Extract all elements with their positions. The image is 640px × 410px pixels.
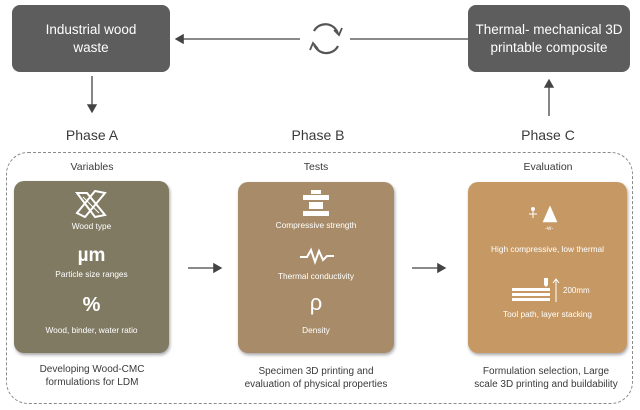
industrial-wood-waste-box: Industrial wood waste [12,5,170,72]
printable-composite-box: Thermal- mechanical 3D printable composi… [468,5,630,72]
tool-path-label: Tool path, layer stacking [502,309,592,319]
w-mark: -w- [545,226,554,232]
phase-b-caption-line-1: Specimen 3D printing and [258,366,374,377]
thermal-conductivity-label: Thermal conductivity [277,271,355,281]
high-compressive-label: High compressive, low thermal [491,244,604,254]
printable-composite-label: Thermal- mechanical 3D printable composi… [475,21,623,55]
wood-icon [75,189,107,219]
phase-a-caption-line-1: Developing Wood-CMC [39,364,145,375]
phase-c-caption-line-2: scale 3D printing and buildability [474,378,618,390]
height-label: 200mm [563,286,590,295]
phase-a-label: Phase A [65,127,119,143]
variables-label: Variables [70,161,114,173]
industrial-wood-waste-label: Industrial wood waste [45,21,137,55]
phases-container [6,152,633,404]
phase-c-label: Phase C [521,127,575,143]
layer-stack-icon [512,278,560,302]
percent-symbol: % [82,294,101,316]
density-label: Density [302,325,330,335]
wood-type-label: Wood type [71,221,112,231]
phase-c-caption-line-1: Formulation selection, Large [482,366,610,377]
rho-symbol: ρ [309,290,323,315]
ratio-label: Wood, binder, water ratio [45,325,138,335]
phase-b-panel: Compressive strength Thermal conductivit… [238,182,394,353]
cone-load-icon [529,205,558,223]
compression-icon [303,190,329,216]
particle-size-label: Particle size ranges [55,269,128,279]
evaluation-label: Evaluation [523,161,573,173]
phase-b-caption-line-2: evaluation of physical properties [244,378,388,390]
phase-a-caption-line-2: formulations for LDM [45,376,139,388]
micro-symbol: µm [77,245,106,266]
phase-a-caption: Developing Wood-CMC formulations for LDM [6,364,178,389]
phase-b-caption: Specimen 3D printing and evaluation of p… [228,366,404,391]
recycle-icon [309,23,343,55]
compressive-strength-label: Compressive strength [275,220,357,230]
thermal-wave-icon [300,247,334,266]
phase-b-label: Phase B [291,127,345,143]
tests-label: Tests [303,161,329,173]
phase-c-caption: Formulation selection, Large scale 3D pr… [456,366,636,391]
phase-a-panel: Wood type µm Particle size ranges % Wood… [14,181,169,353]
phase-c-panel: -w- High compressive, low thermal 200mm … [468,182,627,353]
